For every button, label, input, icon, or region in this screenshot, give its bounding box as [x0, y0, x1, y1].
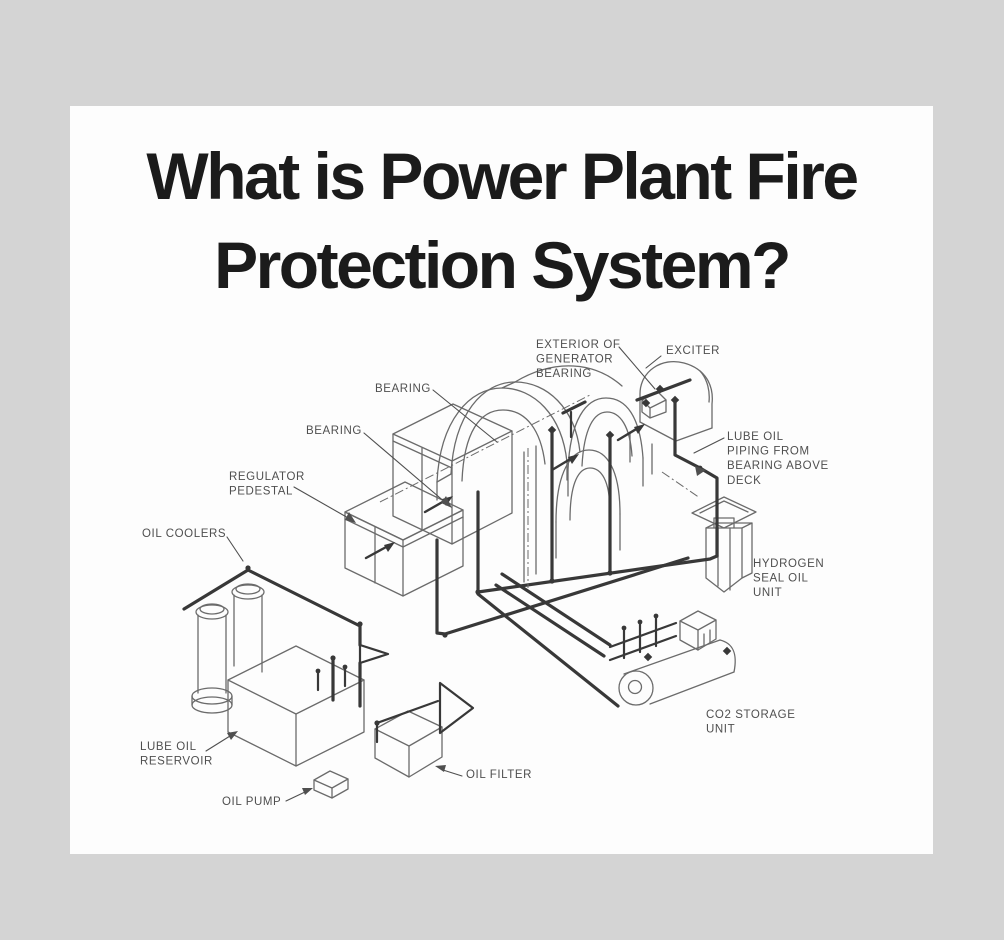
- oil-filter-label: OIL FILTER: [466, 769, 532, 781]
- lube-oil-reservoir-drawing: [227, 645, 365, 767]
- bearing-lower-label: BEARING: [306, 425, 362, 437]
- oil-pump-label: OIL PUMP: [222, 796, 281, 808]
- page-title: What is Power Plant Fire Protection Syst…: [70, 132, 933, 310]
- oil-filter-drawing: [374, 710, 443, 778]
- oil-pump-drawing: [313, 770, 349, 799]
- oil-coolers-drawing: [191, 583, 265, 714]
- content-card: [70, 106, 933, 854]
- exciter-label: EXCITER: [666, 345, 720, 357]
- oil-coolers-label: OIL COOLERS: [142, 528, 226, 540]
- piping-drawing: [182, 378, 732, 744]
- title-line-2: Protection System?: [214, 228, 791, 302]
- hydrogen-seal-oil-unit-drawing: [691, 496, 757, 593]
- turbine-generator-outline: [344, 361, 713, 597]
- centerlines: [379, 393, 701, 588]
- title-line-1: What is Power Plant Fire: [146, 139, 859, 213]
- leader-lines: [205, 346, 725, 802]
- bearing-upper-label: BEARING: [375, 383, 431, 395]
- co2-storage-unit-drawing: [618, 610, 736, 706]
